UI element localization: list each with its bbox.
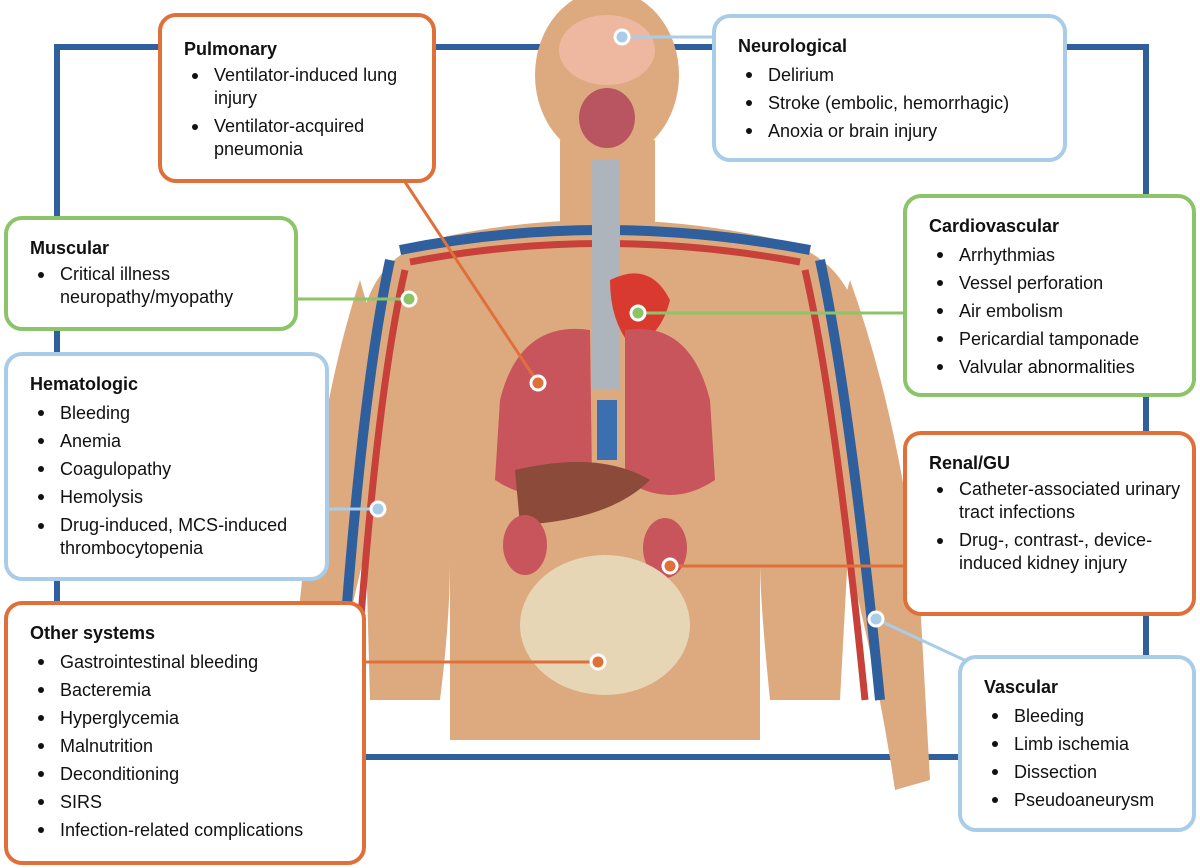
left-lung [495,328,592,495]
panel-title: Neurological [738,36,848,56]
list-item: Drug-induced, MCS-induced thrombocytopen… [38,514,305,560]
renal-gu-panel: Renal/GU Catheter-associated urinary tra… [903,431,1196,616]
other-systems-panel: Other systems Gastrointestinal bleeding … [4,601,366,865]
panel-title: Hematologic [30,374,139,394]
list-item: Dissection [992,758,1182,786]
list-item: Hemolysis [38,483,315,511]
list-item: Catheter-associated urinary tract infect… [937,479,1181,522]
cardiovascular-panel: Cardiovascular Arrhythmias Vessel perfor… [903,194,1196,397]
list-item: Bleeding [38,399,315,427]
list-item: Critical illness neuropathy/myopathy [38,263,250,309]
list-item: Delirium [746,61,1053,89]
list-item: Malnutrition [38,732,352,760]
list-item: Pericardial tamponade [937,325,1182,353]
panel-title: Pulmonary [184,39,278,59]
list-item: Pseudoaneurysm [992,786,1182,814]
list-item: Infection-related complications [38,816,352,844]
right-lung [625,328,715,495]
list-item: Anemia [38,427,315,455]
panel-title: Vascular [984,677,1059,697]
muscular-panel: Muscular Critical illness neuropathy/myo… [4,216,298,331]
panel-title: Other systems [30,623,156,643]
list-item: Ventilator-acquired pneumonia [192,115,422,161]
hematologic-panel: Hematologic Bleeding Anemia Coagulopathy… [4,352,329,581]
marker-dots [369,28,885,671]
list-item: Anoxia or brain injury [746,117,1053,145]
panel-title: Cardiovascular [929,216,1060,236]
panel-title: Renal/GU [929,453,1011,473]
list-item: Vessel perforation [937,269,1182,297]
pulmonary-panel: Pulmonary Ventilator-induced lung injury… [158,13,436,183]
list-item: Limb ischemia [992,730,1182,758]
intestines [520,555,690,695]
kidney-left [503,515,547,575]
list-item: Stroke (embolic, hemorrhagic) [746,89,1053,117]
vascular-panel: Vascular Bleeding Limb ischemia Dissecti… [958,655,1196,832]
brain [559,15,655,85]
list-item: Valvular abnormalities [937,353,1182,381]
list-item: Hyperglycemia [38,704,352,732]
list-item: Bleeding [992,702,1182,730]
list-item: Gastrointestinal bleeding [38,648,352,676]
list-item: Drug-, contrast-, device-induced kidney … [937,529,1174,575]
list-item: Ventilator-induced lung injury [192,64,422,110]
list-item: Arrhythmias [937,241,1182,269]
list-item: SIRS [38,788,352,816]
liver [515,462,650,525]
connectors [297,35,976,667]
neurological-panel: Neurological Delirium Stroke (embolic, h… [712,14,1067,162]
trachea [592,160,620,390]
list-item: Deconditioning [38,760,352,788]
list-item: Air embolism [937,297,1182,325]
list-item: Bacteremia [38,676,352,704]
panel-title: Muscular [30,238,110,258]
list-item: Coagulopathy [38,455,315,483]
